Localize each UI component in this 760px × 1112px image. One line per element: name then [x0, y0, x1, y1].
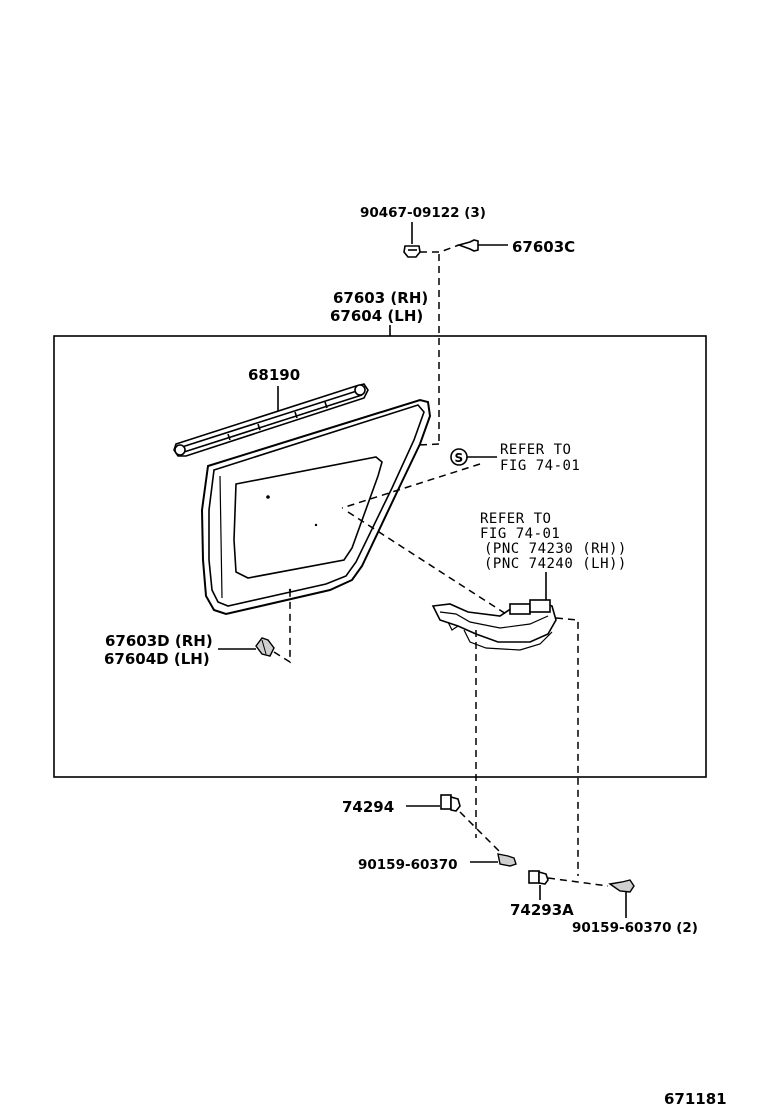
label-74293a: 74293A	[510, 901, 574, 919]
label-68190: 68190	[248, 366, 300, 384]
label-67603c: 67603C	[512, 238, 575, 256]
clip-67603c-icon	[456, 239, 508, 252]
label-refer1-line2: FIG 74-01	[500, 458, 580, 474]
label-refer1-line1: REFER TO	[500, 442, 571, 458]
door-trim-panel-icon	[200, 398, 432, 616]
label-67604-lh: 67604 (LH)	[330, 307, 423, 325]
leader-dash-top	[420, 244, 460, 253]
label-67603d-rh: 67603D (RH)	[105, 632, 213, 650]
cap-74293a-icon	[528, 870, 549, 885]
cap-74294-icon	[440, 794, 461, 812]
label-90159-60370-2: 90159-60370 (2)	[572, 920, 698, 936]
label-74294: 74294	[342, 798, 394, 816]
label-67604d-lh: 67604D (LH)	[104, 650, 210, 668]
assembly-frame	[53, 335, 707, 778]
label-pnc-74230-rh: (PNC 74230 (RH))	[484, 541, 627, 557]
label-pnc-74240-lh: (PNC 74240 (LH))	[484, 556, 627, 572]
svg-text:S: S	[455, 451, 464, 465]
figure-number: 671181	[664, 1090, 727, 1108]
weatherstrip-68190-icon	[173, 383, 369, 457]
screw-90467-icon	[403, 222, 421, 258]
symbol-s-icon: S	[450, 448, 468, 466]
screw-90159-left-icon	[497, 853, 517, 867]
armrest-handle-icon	[431, 599, 557, 651]
label-67603-rh: 67603 (RH)	[333, 289, 428, 307]
clip-67603d-icon	[255, 637, 275, 657]
screw-90159-right-icon	[608, 879, 635, 893]
label-refer2-line2: FIG 74-01	[480, 526, 560, 542]
label-refer2-line1: REFER TO	[480, 511, 551, 527]
label-90159-60370-left: 90159-60370	[358, 857, 458, 873]
label-90467-09122: 90467-09122 (3)	[360, 205, 486, 221]
